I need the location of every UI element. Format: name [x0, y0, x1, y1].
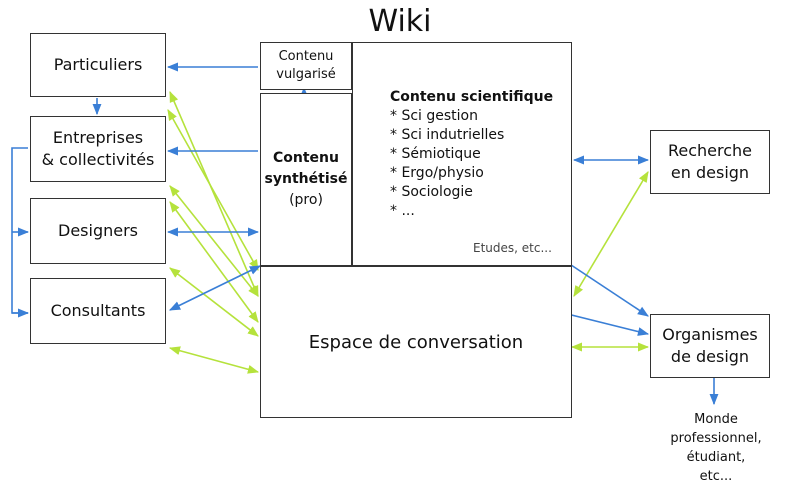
monde-line: professionnel, [670, 431, 762, 446]
green-arrow-particuliers-espace [169, 90, 259, 298]
contenu-synthetise-line1: Contenu [273, 150, 339, 166]
monde-text: Monde professionnel, étudiant, etc... [656, 410, 776, 486]
entreprises-box: Entreprises & collectivités [30, 116, 166, 182]
scientifique-heading: Contenu scientifique [390, 89, 554, 105]
page-title: Wiki [368, 4, 432, 39]
green-arrow-entreprises-espace [169, 185, 259, 297]
designers-label: Designers [58, 221, 138, 240]
designers-box: Designers [30, 198, 166, 264]
contenu-vulgarise-line2: vulgarisé [276, 67, 336, 82]
etudes-label: Etudes, etc... [473, 241, 552, 255]
entreprises-label-line1: Entreprises [52, 128, 144, 147]
contenu-vulgarise-box: Contenu vulgarisé [260, 42, 352, 90]
consultants-label: Consultants [50, 301, 146, 320]
monde-line: etc... [699, 469, 733, 484]
recherche-box: Recherche en design [650, 130, 770, 194]
organismes-label-line2: de design [670, 347, 750, 366]
scientifique-item: * Ergo/physio [390, 165, 484, 181]
espace-conversation-box: Espace de conversation [260, 266, 572, 418]
scientifique-item: * ... [390, 203, 415, 219]
monde-line: Monde [694, 412, 738, 427]
recherche-label-line2: en design [670, 163, 750, 182]
monde-line: étudiant, [686, 450, 746, 465]
espace-conversation-label: Espace de conversation [308, 331, 524, 353]
scientifique-item: * Sci indutrielles [390, 127, 505, 143]
contenu-scientifique-text: Contenu scientifique * Sci gestion * Sci… [390, 88, 553, 221]
blue-bracket-entreprises-consultants [11, 147, 28, 314]
scientifique-item: * Sci gestion [390, 108, 478, 124]
particuliers-label: Particuliers [53, 55, 143, 74]
contenu-scientifique-box [352, 42, 572, 266]
green-arrow-consultants-espace [169, 267, 259, 337]
contenu-synthetise-line2: synthétisé [264, 171, 348, 187]
consultants-box: Consultants [30, 278, 166, 344]
green-arrow-recherche-espace [573, 171, 649, 297]
organismes-box: Organismes de design [650, 314, 770, 378]
contenu-synthetise-line3: (pro) [289, 192, 323, 208]
green-arrow-consultants-espace-2 [168, 346, 260, 374]
scientifique-item: * Sémiotique [390, 146, 481, 162]
entreprises-label-line2: & collectivités [41, 150, 155, 169]
contenu-vulgarise-line1: Contenu [278, 49, 334, 64]
recherche-label-line1: Recherche [667, 141, 753, 160]
blue-arrow-consultants-espace [168, 265, 262, 311]
organismes-label-line1: Organismes [662, 325, 758, 344]
contenu-synthetise-box: Contenu synthétisé (pro) [260, 93, 352, 266]
scientifique-item: * Sociologie [390, 184, 473, 200]
particuliers-box: Particuliers [30, 33, 166, 97]
green-arrow-entreprises-espace-2 [167, 109, 259, 271]
